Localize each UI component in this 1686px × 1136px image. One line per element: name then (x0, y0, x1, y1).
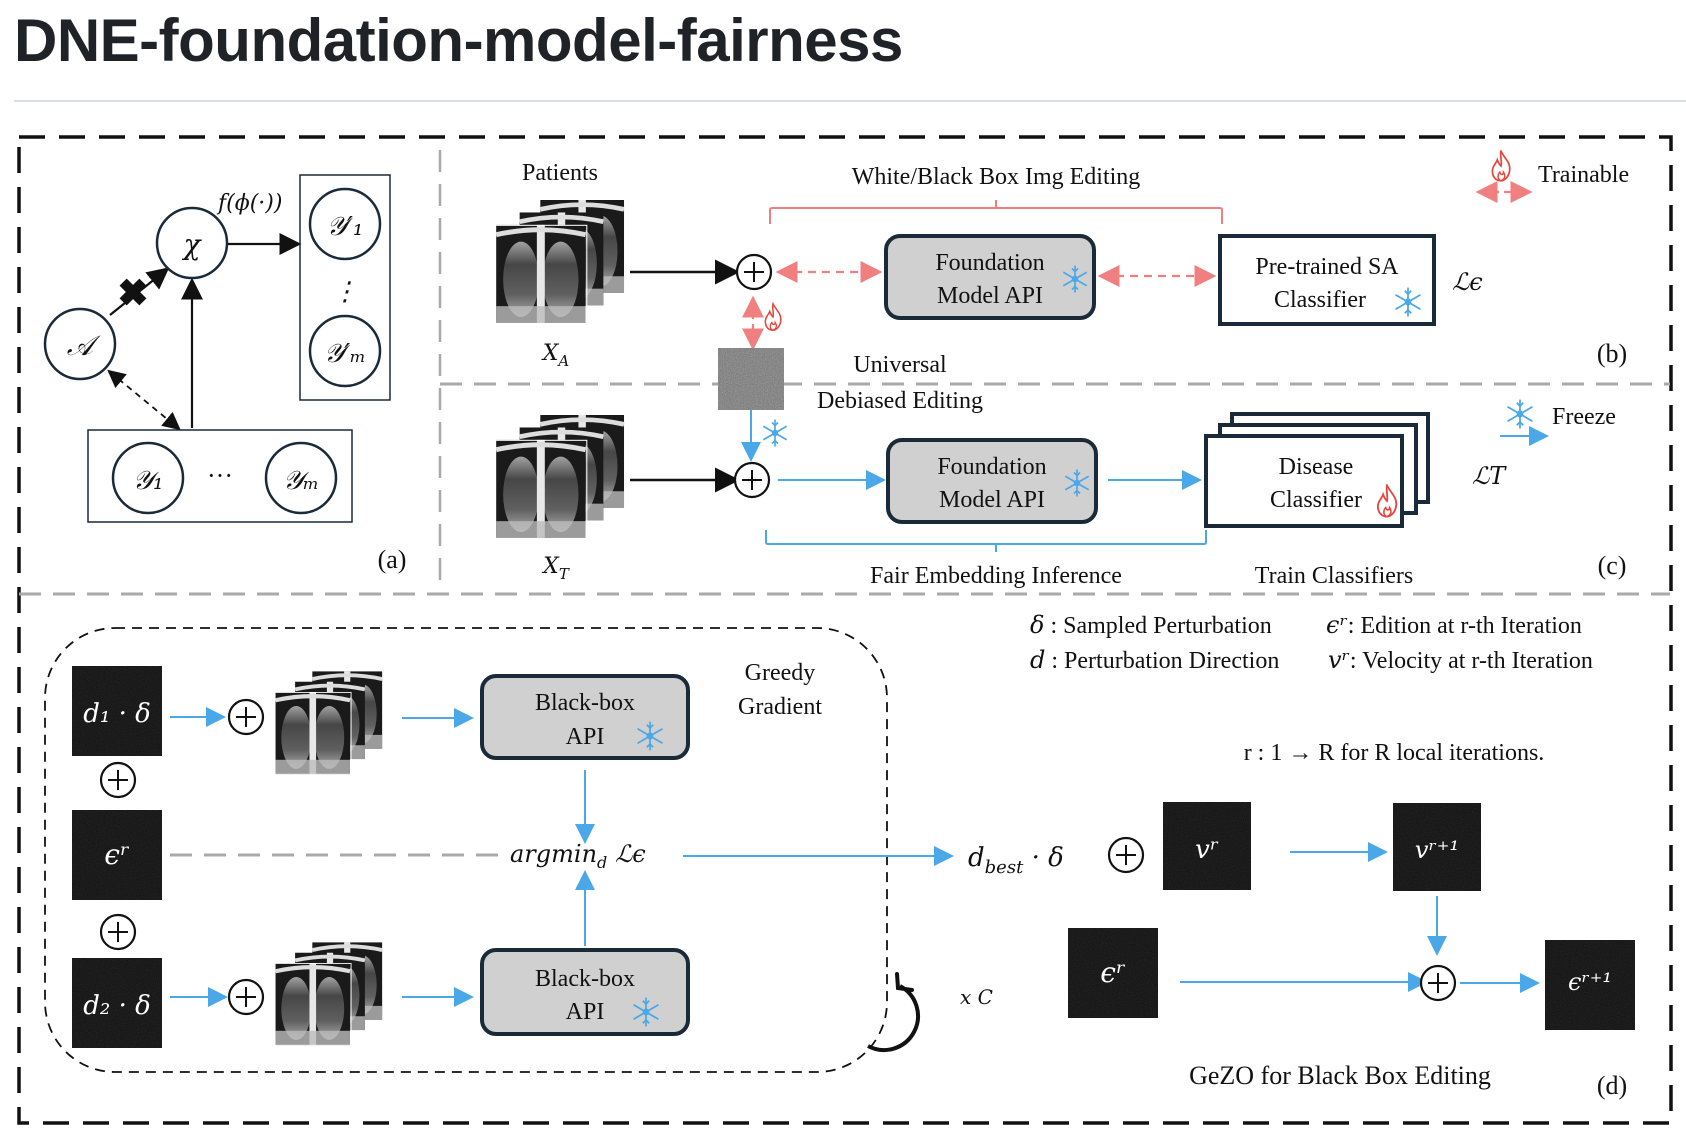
vr1-label: vʳ⁺¹ (1415, 836, 1459, 864)
legend-freeze: Freeze (1552, 404, 1616, 430)
loop-count: x C (960, 985, 993, 1009)
node-y1 (111, 441, 185, 515)
fire-icon (1491, 150, 1511, 182)
loss-e-b: ℒϵ (1452, 268, 1483, 296)
er-label: ϵʳ (104, 838, 130, 871)
sa-classifier-line1: Pre-trained SA (1255, 254, 1399, 280)
plus-icon-c (733, 461, 771, 499)
page-title: DNE-foundation-model-fairness (14, 7, 903, 74)
iterations-label: r : 1 → R for R local iterations. (1244, 740, 1545, 766)
blackbox2-line1: Black-box (535, 966, 635, 992)
train-classifiers-label: Train Classifiers (1255, 563, 1413, 589)
plus-icon (1419, 964, 1457, 1002)
plus-icon (99, 913, 137, 951)
xray-stack-t (495, 415, 624, 539)
legend-trainable: Trainable (1538, 162, 1629, 188)
panel-c: XT Foundation Model API Disease Classifi… (495, 398, 1627, 589)
outer-frame (17, 135, 1673, 1125)
gezo-caption: GeZO for Black Box Editing (1189, 1061, 1491, 1090)
blackbox-box-1 (480, 674, 690, 760)
xray-stack-a (495, 200, 624, 324)
node-ym-prime-label: 𝒴′ₘ (324, 339, 366, 369)
inputs-ellipsis: ··· (207, 461, 233, 490)
panel-a: f(ϕ(·)) 𝒜 χ 𝒴′₁ ⋮ 𝒴′ₘ 𝒴₁ ··· 𝒴ₘ (a) (43, 174, 407, 574)
node-ym-label: 𝒴ₘ (283, 466, 319, 496)
panel-a-label: (a) (378, 545, 407, 574)
snowflake-icon (762, 418, 788, 448)
node-x-label: χ (182, 228, 203, 261)
node-y1-label: 𝒴₁ (133, 466, 164, 496)
blackbox-box-2 (480, 948, 690, 1036)
edge-label: f(ϕ(·)) (216, 191, 282, 216)
brace-fair-embedding (765, 530, 1207, 552)
xray-stack-d2 (274, 942, 382, 1045)
panel-d: d₁ · δ ϵʳ d₂ · δ Black-box API Greedy Gr… (44, 611, 1635, 1100)
patients-label: Patients (522, 160, 598, 186)
fire-icon (764, 302, 782, 332)
edge-a-y (107, 369, 181, 431)
foundation-c-line2: Model API (939, 487, 1045, 513)
blocked-cross-icon (119, 278, 147, 306)
er-right-label: ϵʳ (1100, 956, 1126, 989)
plus-icon (1107, 836, 1145, 874)
plus-icon (227, 698, 265, 736)
node-y1-prime (308, 187, 382, 261)
xray-stack-d1 (274, 671, 382, 774)
disease-line2: Classifier (1270, 487, 1362, 513)
vr-label: vʳ (1195, 835, 1219, 865)
node-a (43, 307, 117, 381)
img-editing-label: White/Black Box Img Editing (852, 164, 1141, 190)
outputs-ellipsis: ⋮ (332, 277, 358, 307)
sa-classifier-line2: Classifier (1274, 287, 1366, 313)
plus-icon (99, 761, 137, 799)
plus-icon (227, 978, 265, 1016)
panel-b-label: (b) (1597, 339, 1627, 368)
snowflake-icon (1506, 398, 1534, 430)
legend-d: d : Perturbation Direction (1030, 646, 1279, 674)
sa-classifier-box (1218, 234, 1436, 326)
d2-delta-label: d₂ · δ (83, 991, 151, 1021)
legend-er: ϵʳ: Edition at r-th Iteration (1326, 611, 1582, 639)
outputs-plate (299, 174, 391, 401)
xa-label: XA (541, 341, 570, 370)
panel-b: Patients XA White/Black Box Img Editing … (495, 150, 1629, 414)
legend-vr: vʳ: Velocity at r-th Iteration (1328, 646, 1593, 674)
foundation-b-line1: Foundation (935, 250, 1044, 276)
xt-label: XT (541, 554, 570, 583)
blackbox1-line2: API (566, 724, 605, 750)
legend-delta: δ : Sampled Perturbation (1030, 611, 1272, 639)
plus-icon-b (735, 253, 773, 291)
node-ym-prime (308, 314, 382, 388)
foundation-box-b (884, 234, 1096, 320)
d1-delta-label: d₁ · δ (83, 699, 151, 729)
blackbox1-line1: Black-box (535, 690, 635, 716)
greedy-line1: Greedy (745, 660, 816, 686)
brace-img-editing (769, 200, 1223, 224)
node-y1-prime-label: 𝒴′₁ (327, 212, 364, 242)
foundation-c-line1: Foundation (937, 454, 1046, 480)
universal-line1: Universal (853, 352, 947, 378)
greedy-line2: Gradient (738, 694, 822, 720)
loss-t: ℒT (1472, 462, 1507, 490)
panel-c-label: (c) (1598, 551, 1627, 580)
er1-label: ϵʳ⁺¹ (1568, 968, 1612, 996)
disease-line1: Disease (1279, 454, 1354, 480)
inputs-plate (87, 429, 353, 523)
disease-classifier-box (1204, 434, 1404, 528)
dbest-label: dbest · δ (968, 843, 1064, 878)
node-x (155, 206, 229, 280)
blackbox2-line2: API (566, 999, 605, 1025)
loop-icon (867, 972, 920, 1052)
fair-embedding-label: Fair Embedding Inference (870, 563, 1122, 589)
foundation-b-line2: Model API (937, 283, 1043, 309)
panel-d-label: (d) (1597, 1071, 1627, 1100)
foundation-box-c (886, 438, 1098, 524)
title-divider (14, 100, 1686, 102)
node-ym (264, 441, 338, 515)
universal-line2: Debiased Editing (817, 388, 983, 414)
argmin-label: argmind ℒϵ (510, 840, 646, 872)
